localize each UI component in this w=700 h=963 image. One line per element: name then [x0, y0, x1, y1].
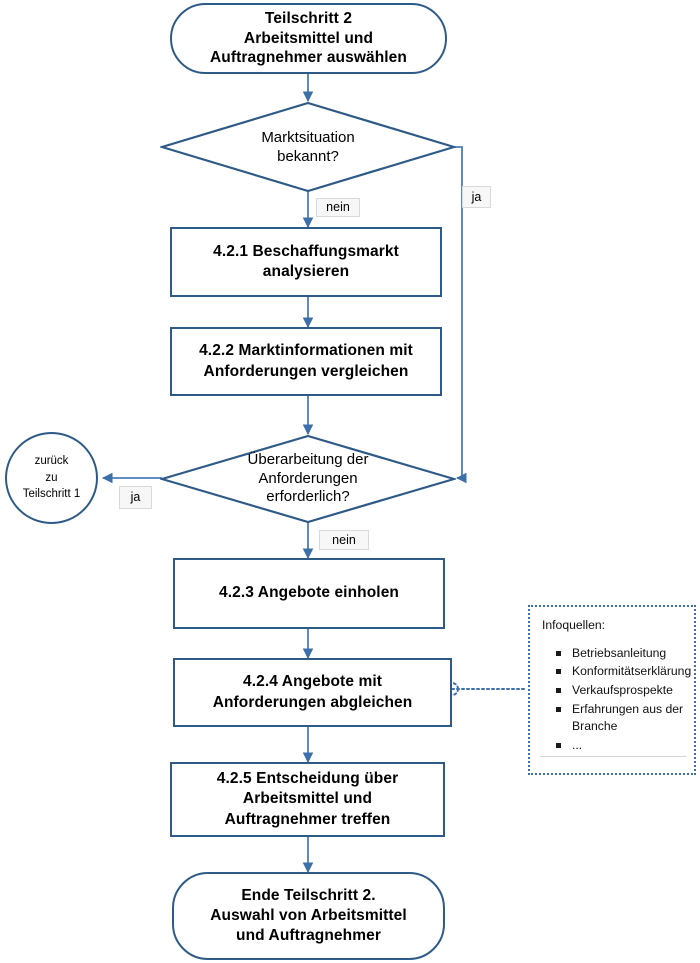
infobox-item: Konformitätserklärung: [556, 663, 691, 681]
edge-label-decision1-ja: ja: [462, 186, 491, 208]
infobox-item: Verkaufsprospekte: [556, 682, 686, 700]
infobox-divider: [540, 756, 686, 757]
node-step-4-2-2-line2: Anforderungen vergleichen: [203, 362, 409, 380]
node-back-to-teilschritt-1[interactable]: zurück zu Teilschritt 1: [5, 432, 98, 524]
node-decision1-shape[interactable]: [160, 101, 456, 193]
node-step-4-2-4-line2: Anforderungen abgleichen: [212, 693, 413, 711]
node-end-line2: Auswahl von Arbeitsmittel: [210, 907, 407, 925]
node-step-4-2-2[interactable]: 4.2.2 Marktinformationen mit Anforderung…: [170, 327, 442, 396]
node-step-4-2-5-line3: Auftragnehmer treffen: [224, 810, 391, 828]
node-start-terminator[interactable]: Teilschritt 2 Arbeitsmittel und Auftragn…: [170, 3, 447, 74]
edge-label-decision1-nein: nein: [316, 198, 360, 217]
infobox-infoquellen: Infoquellen: Betriebsanleitung Konformit…: [528, 605, 696, 775]
node-step-4-2-5-line2: Arbeitsmittel und: [242, 790, 373, 808]
infobox-item: ...: [556, 737, 686, 755]
node-step-4-2-3[interactable]: 4.2.3 Angebote einholen: [173, 558, 445, 629]
node-step-4-2-1-line1: 4.2.1 Beschaffungsmarkt: [213, 242, 399, 260]
node-back-line3: Teilschritt 1: [22, 488, 81, 501]
node-end-line1: Ende Teilschritt 2.: [241, 887, 376, 905]
node-step-4-2-1-line2: analysieren: [262, 263, 350, 280]
edge-label-decision2-nein: nein: [319, 530, 369, 550]
node-step-4-2-2-line1: 4.2.2 Marktinformationen mit: [199, 342, 413, 360]
node-end-terminator[interactable]: Ende Teilschritt 2. Auswahl von Arbeitsm…: [172, 872, 445, 960]
edge-label-decision2-ja: ja: [119, 486, 152, 509]
node-back-line1: zurück: [34, 454, 69, 467]
node-end-line3: und Auftragnehmer: [236, 926, 381, 944]
node-step-4-2-5[interactable]: 4.2.5 Entscheidung über Arbeitsmittel un…: [170, 762, 445, 837]
edge-decision1-ja-path: [455, 146, 463, 478]
node-step-4-2-3-line1: 4.2.3 Angebote einholen: [218, 584, 399, 602]
node-start-line1: Teilschritt 2: [264, 9, 353, 27]
node-back-line2: zu: [45, 471, 58, 484]
node-start-line2: Arbeitsmittel und: [243, 29, 374, 47]
node-decision2-shape[interactable]: [160, 434, 456, 524]
node-step-4-2-5-line1: 4.2.5 Entscheidung über: [216, 770, 399, 788]
node-step-4-2-4-line1: 4.2.4 Angebote mit: [242, 673, 382, 691]
node-step-4-2-4[interactable]: 4.2.4 Angebote mit Anforderungen abgleic…: [173, 658, 452, 727]
infobox-title: Infoquellen:: [542, 618, 606, 632]
node-start-line3: Auftragnehmer auswählen: [210, 49, 407, 67]
infobox-list: Betriebsanleitung Konformitätserklärung …: [540, 645, 691, 755]
edge-step424-to-infobox: [445, 682, 528, 696]
infobox-item: Betriebsanleitung: [556, 645, 686, 663]
node-step-4-2-1[interactable]: 4.2.1 Beschaffungsmarkt analysieren: [170, 227, 442, 297]
infobox-item: Erfahrungen aus der Branche: [556, 701, 686, 736]
